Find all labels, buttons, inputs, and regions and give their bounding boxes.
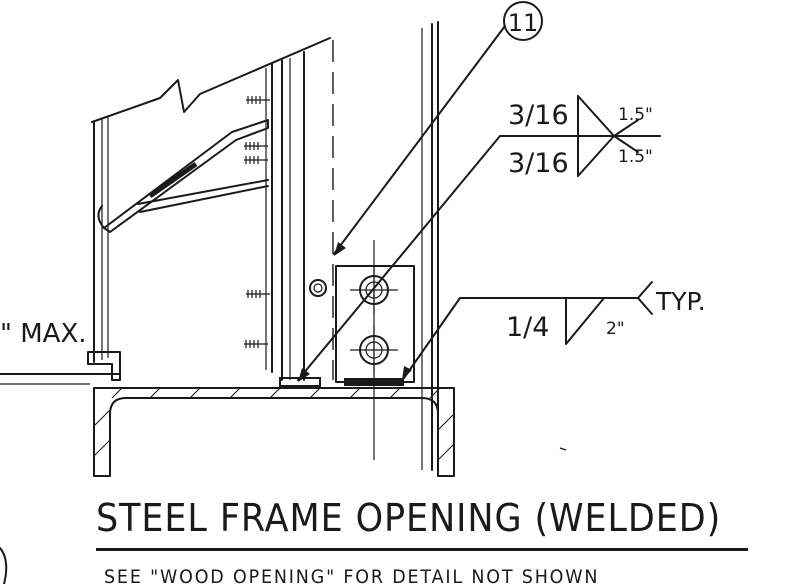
fillet-leader-arrowhead (402, 366, 412, 380)
fillet-size: 1/4 (506, 312, 549, 343)
weld-top-size: 3/16 (508, 100, 569, 131)
weld-leader (297, 135, 501, 381)
max-label: " MAX. (0, 319, 87, 349)
cropped-bubble-edge (0, 547, 8, 584)
callout-number: 11 (508, 9, 539, 37)
fillet-note: TYP. (655, 287, 706, 316)
title-underline (96, 548, 748, 551)
break-line (91, 37, 331, 123)
weld-sym-bottom-triangle (577, 135, 615, 177)
brace-weld-bead (148, 161, 198, 199)
weld-sym-tail (613, 119, 639, 153)
brace-lower (137, 179, 269, 213)
diagonal-brace (103, 119, 269, 233)
callout-arrowhead (334, 242, 346, 256)
detail-title: STEEL FRAME OPENING (WELDED) (96, 496, 722, 540)
brace-hook (97, 205, 105, 229)
detail-subtitle: SEE "WOOD OPENING" FOR DETAIL NOT SHOWN (104, 566, 600, 588)
fillet-leader (403, 297, 461, 379)
callout-bubble (503, 1, 543, 41)
weld-bead-plate (344, 378, 404, 386)
center-tick (559, 447, 567, 451)
weld-sym-top-triangle (577, 95, 615, 137)
channel-base (93, 387, 455, 477)
fillet-weld-symbol (565, 297, 605, 345)
anchor-hole (309, 279, 327, 297)
channel-hatch (93, 387, 455, 461)
screw-group (244, 96, 270, 348)
weld-leader-arrowhead (298, 368, 310, 382)
weld-bottom-size: 3/16 (508, 148, 569, 179)
threshold (87, 351, 121, 381)
weld-top-length: 1.5" (618, 105, 653, 125)
weld-bottom-length: 1.5" (618, 147, 653, 167)
fillet-length: 2" (606, 319, 625, 339)
fillet-tail (637, 281, 653, 315)
callout-leader (333, 25, 506, 255)
